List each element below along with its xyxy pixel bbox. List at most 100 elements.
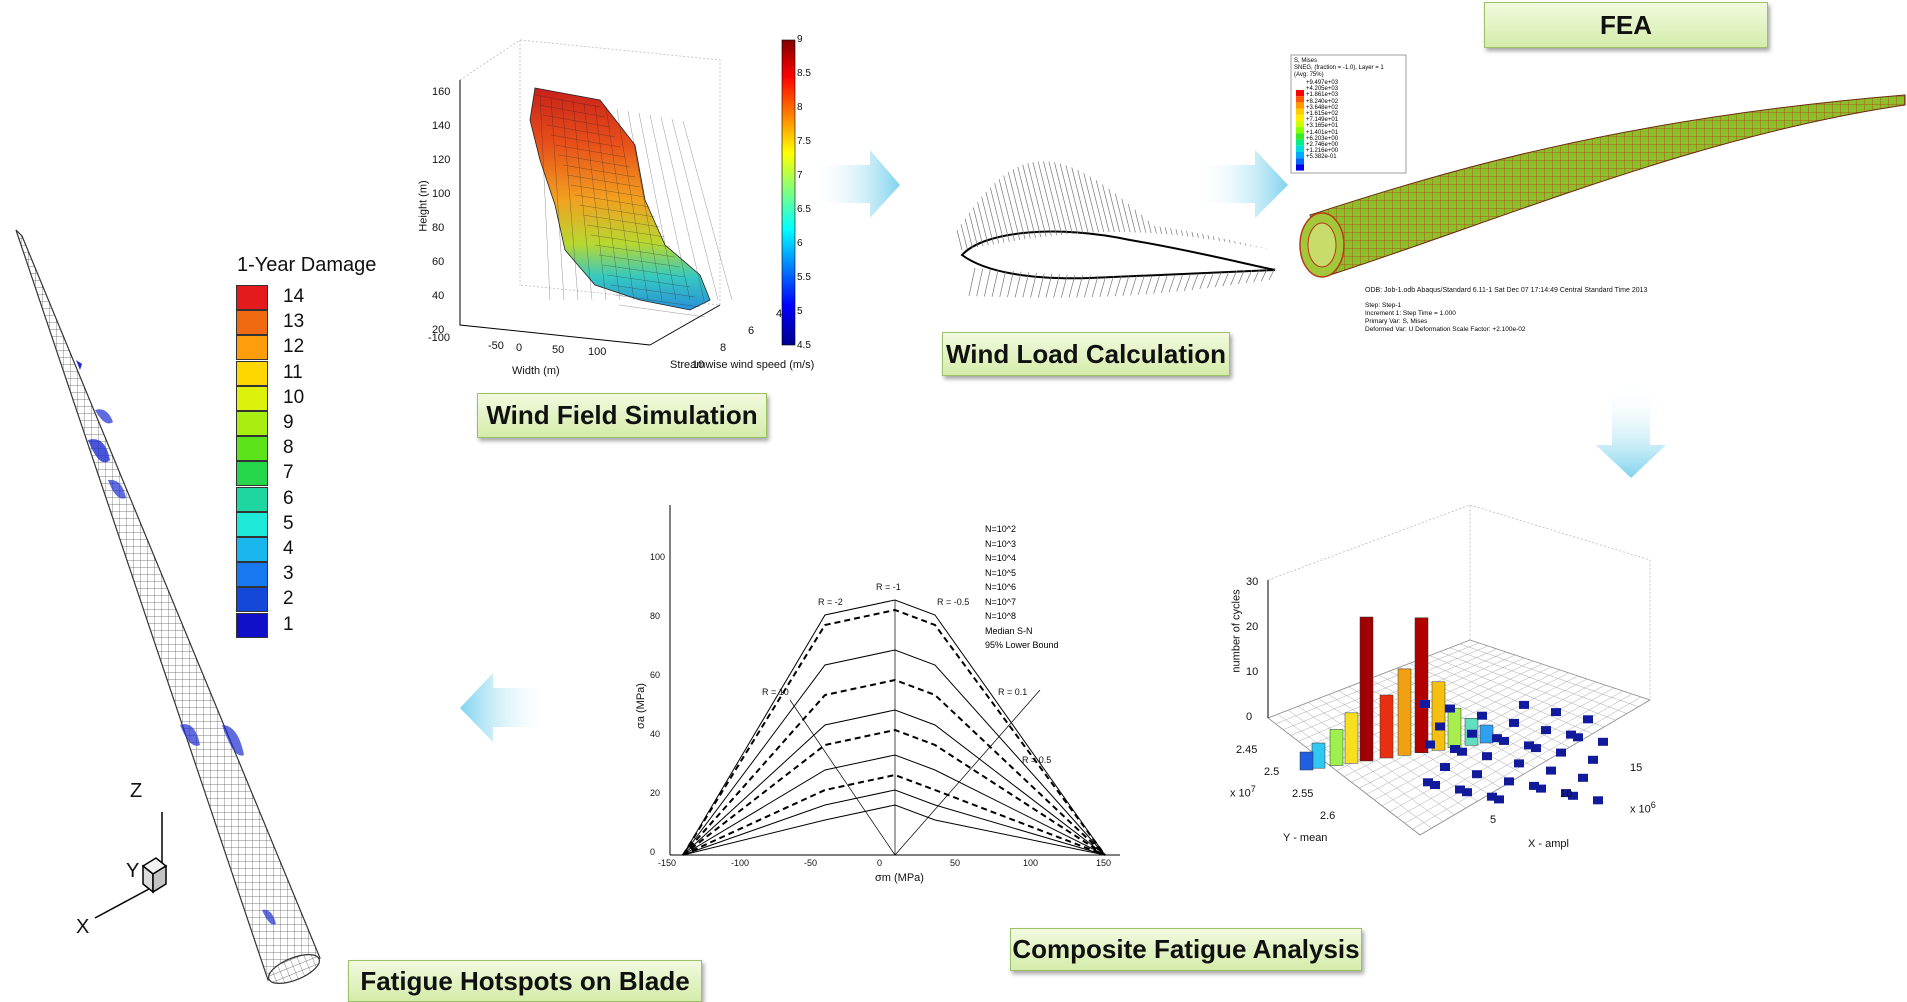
- wind-field-ytick: 160: [432, 86, 450, 98]
- sn-legend-entry: 95% Lower Bound: [985, 638, 1059, 653]
- rainflow-ytick: 2.5: [1264, 766, 1279, 778]
- wind-field-cbar-tick: 6: [797, 238, 803, 249]
- fea-header-line: S, Mises: [1294, 58, 1384, 65]
- sn-legend-entry: N=10^4: [985, 551, 1059, 566]
- blade-mesh: [16, 230, 323, 989]
- sn-r-label: R = 10: [762, 687, 789, 697]
- damage-swatch: [236, 285, 268, 310]
- sn-xlabel: σm (MPa): [875, 872, 924, 884]
- wind-field-cbar-tick: 5: [797, 306, 803, 317]
- rainflow-xtick: 15: [1630, 762, 1642, 774]
- damage-level-label: 5: [283, 513, 294, 535]
- sn-ytick: 20: [650, 788, 660, 798]
- sn-legend-entry: N=10^6: [985, 580, 1059, 595]
- damage-level-label: 12: [283, 336, 304, 358]
- damage-swatch: [236, 562, 268, 587]
- rainflow-xtick: 10: [1560, 788, 1572, 800]
- wind-field-ytick: 120: [432, 154, 450, 166]
- sn-ytick: 0: [650, 847, 655, 857]
- sn-xtick: -150: [658, 858, 676, 868]
- sn-ytick: 40: [650, 729, 660, 739]
- rainflow-x-exponent: x 106: [1630, 800, 1656, 816]
- damage-level-label: 8: [283, 437, 294, 459]
- rainflow-ztick: 20: [1246, 621, 1258, 633]
- wind-field-cbar-tick: 8: [797, 102, 803, 113]
- stage-label-fea: FEA: [1484, 2, 1768, 48]
- damage-swatch: [236, 512, 268, 537]
- sn-legend-entry: N=10^2: [985, 522, 1059, 537]
- damage-swatch: [236, 613, 268, 638]
- wind-field-plot: [460, 40, 795, 345]
- wind-field-cbar-tick: 8.5: [797, 68, 811, 79]
- damage-swatch: [236, 386, 268, 411]
- fea-step-line: Step: Step-1: [1365, 302, 1525, 310]
- rainflow-ztick: 0: [1246, 711, 1252, 723]
- sn-legend-entry: Median S-N: [985, 624, 1059, 639]
- damage-swatch: [236, 361, 268, 386]
- wind-field-ytick: 40: [432, 290, 444, 302]
- sn-xtick: 150: [1096, 858, 1111, 868]
- wind-field-cbar-tick: 5.5: [797, 272, 811, 283]
- wind-field-cbar-tick: 9: [797, 34, 803, 45]
- rainflow-histogram: [1268, 505, 1650, 835]
- wind-field-ytick: 60: [432, 256, 444, 268]
- stage-label-composite: Composite Fatigue Analysis: [1010, 928, 1362, 971]
- wind-field-ytick: 140: [432, 120, 450, 132]
- sn-legend-entry: N=10^5: [985, 566, 1059, 581]
- rainflow-xlabel: X - ampl: [1528, 838, 1569, 850]
- wind-field-ytick-extra: -100: [428, 332, 450, 344]
- wind-field-xlabel: Width (m): [512, 365, 560, 377]
- axis-label-z: Z: [130, 780, 142, 803]
- rainflow-ytick: 2.6: [1320, 810, 1335, 822]
- damage-level-label: 2: [283, 588, 294, 610]
- wind-field-cbar-tick: 6.5: [797, 204, 811, 215]
- wind-field-ztick: 6: [748, 325, 754, 337]
- sn-xtick: 50: [950, 858, 960, 868]
- damage-legend-title: 1-Year Damage: [237, 254, 376, 277]
- rainflow-xtick: 5: [1490, 814, 1496, 826]
- sn-ylabel: σa (MPa): [635, 683, 647, 729]
- flow-arrow-1: [810, 150, 900, 218]
- damage-level-label: 6: [283, 488, 294, 510]
- damage-swatch: [236, 537, 268, 562]
- damage-swatch: [236, 310, 268, 335]
- wind-field-ylabel: Height (m): [418, 180, 430, 231]
- fea-header-line: (Avg: 75%): [1294, 72, 1384, 79]
- wind-field-ytick: 80: [432, 222, 444, 234]
- sn-xtick: 0: [877, 858, 882, 868]
- damage-level-label: 7: [283, 462, 294, 484]
- rainflow-zlabel: number of cycles: [1231, 589, 1243, 672]
- damage-swatch: [236, 487, 268, 512]
- axis-label-y: Y: [126, 860, 139, 883]
- damage-level-label: 14: [283, 286, 304, 308]
- stage-label-hotspots: Fatigue Hotspots on Blade: [348, 960, 702, 1002]
- sn-r-label: R = -2: [818, 597, 843, 607]
- fea-header-line: SNEG, (fraction = -1.0), Layer = 1: [1294, 65, 1384, 72]
- damage-swatch: [236, 436, 268, 461]
- damage-level-label: 11: [283, 362, 303, 384]
- wind-field-xtick: -50: [488, 340, 504, 352]
- stage-label-wind-load: Wind Load Calculation: [942, 332, 1230, 376]
- wind-field-ztick: 4: [776, 308, 782, 320]
- axis-label-x: X: [76, 916, 89, 939]
- fea-legend-value: +5.382e-01: [1306, 154, 1384, 160]
- flow-arrow-3: [1596, 385, 1666, 478]
- rainflow-ztick: 10: [1246, 666, 1258, 678]
- wind-field-ztick: 10: [692, 359, 704, 371]
- wind-field-cbar-tick: 4.5: [797, 340, 811, 351]
- damage-level-label: 10: [283, 387, 304, 409]
- damage-swatch: [236, 461, 268, 486]
- fea-step-line: Increment 1: Step Time = 1.000: [1365, 310, 1525, 318]
- sn-r-label: R = -0.5: [937, 597, 969, 607]
- fea-odb-line: ODB: Job-1.odb Abaqus/Standard 6.11-1 Sa…: [1365, 287, 1647, 294]
- sn-ytick: 60: [650, 670, 660, 680]
- flow-arrow-4: [460, 673, 553, 742]
- sn-r-label: R = -1: [876, 582, 901, 592]
- damage-level-label: 4: [283, 538, 294, 560]
- rainflow-ytick: 2.55: [1292, 788, 1313, 800]
- sn-legend-entry: N=10^8: [985, 609, 1059, 624]
- sn-r-label: R = 0.1: [998, 687, 1027, 697]
